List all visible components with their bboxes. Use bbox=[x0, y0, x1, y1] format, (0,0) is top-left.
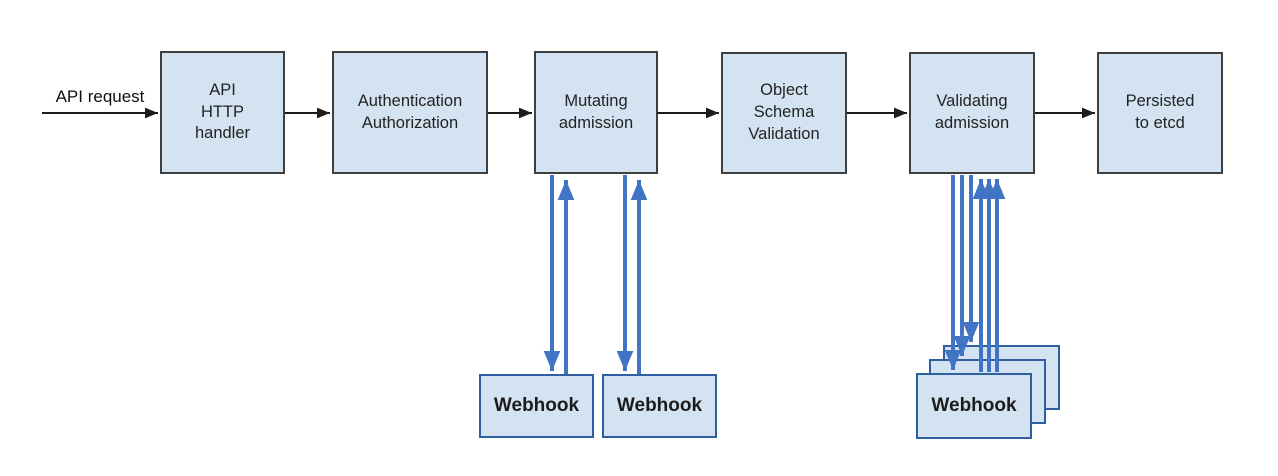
validating-webhook-label: Webhook bbox=[931, 395, 1017, 416]
mutating-webhook-1-label: Webhook bbox=[493, 395, 580, 416]
api-request-label: API request bbox=[55, 87, 145, 106]
node-validating-admission-label: Validating admission bbox=[934, 92, 1010, 132]
mutating-webhook-2-label: Webhook bbox=[616, 395, 703, 416]
node-api-http-handler-label: API HTTP handler bbox=[194, 80, 251, 143]
node-api-http-handler: API HTTP handler bbox=[160, 51, 285, 174]
node-object-schema-validation-label: Object Schema Validation bbox=[748, 81, 820, 143]
node-persisted-to-etcd: Persisted to etcd bbox=[1097, 52, 1223, 174]
node-persisted-to-etcd-label: Persisted to etcd bbox=[1125, 92, 1195, 132]
validating-webhook-front: Webhook bbox=[916, 373, 1032, 439]
node-mutating-admission-label: Mutating admission bbox=[558, 91, 634, 132]
node-mutating-admission: Mutating admission bbox=[534, 51, 658, 174]
node-authentication-authorization-label: Authentication Authorization bbox=[357, 91, 463, 132]
mutating-webhook-1: Webhook bbox=[479, 374, 594, 438]
node-authentication-authorization: Authentication Authorization bbox=[332, 51, 488, 174]
mutating-webhook-2: Webhook bbox=[602, 374, 717, 438]
node-object-schema-validation: Object Schema Validation bbox=[721, 52, 847, 174]
node-validating-admission: Validating admission bbox=[909, 52, 1035, 174]
